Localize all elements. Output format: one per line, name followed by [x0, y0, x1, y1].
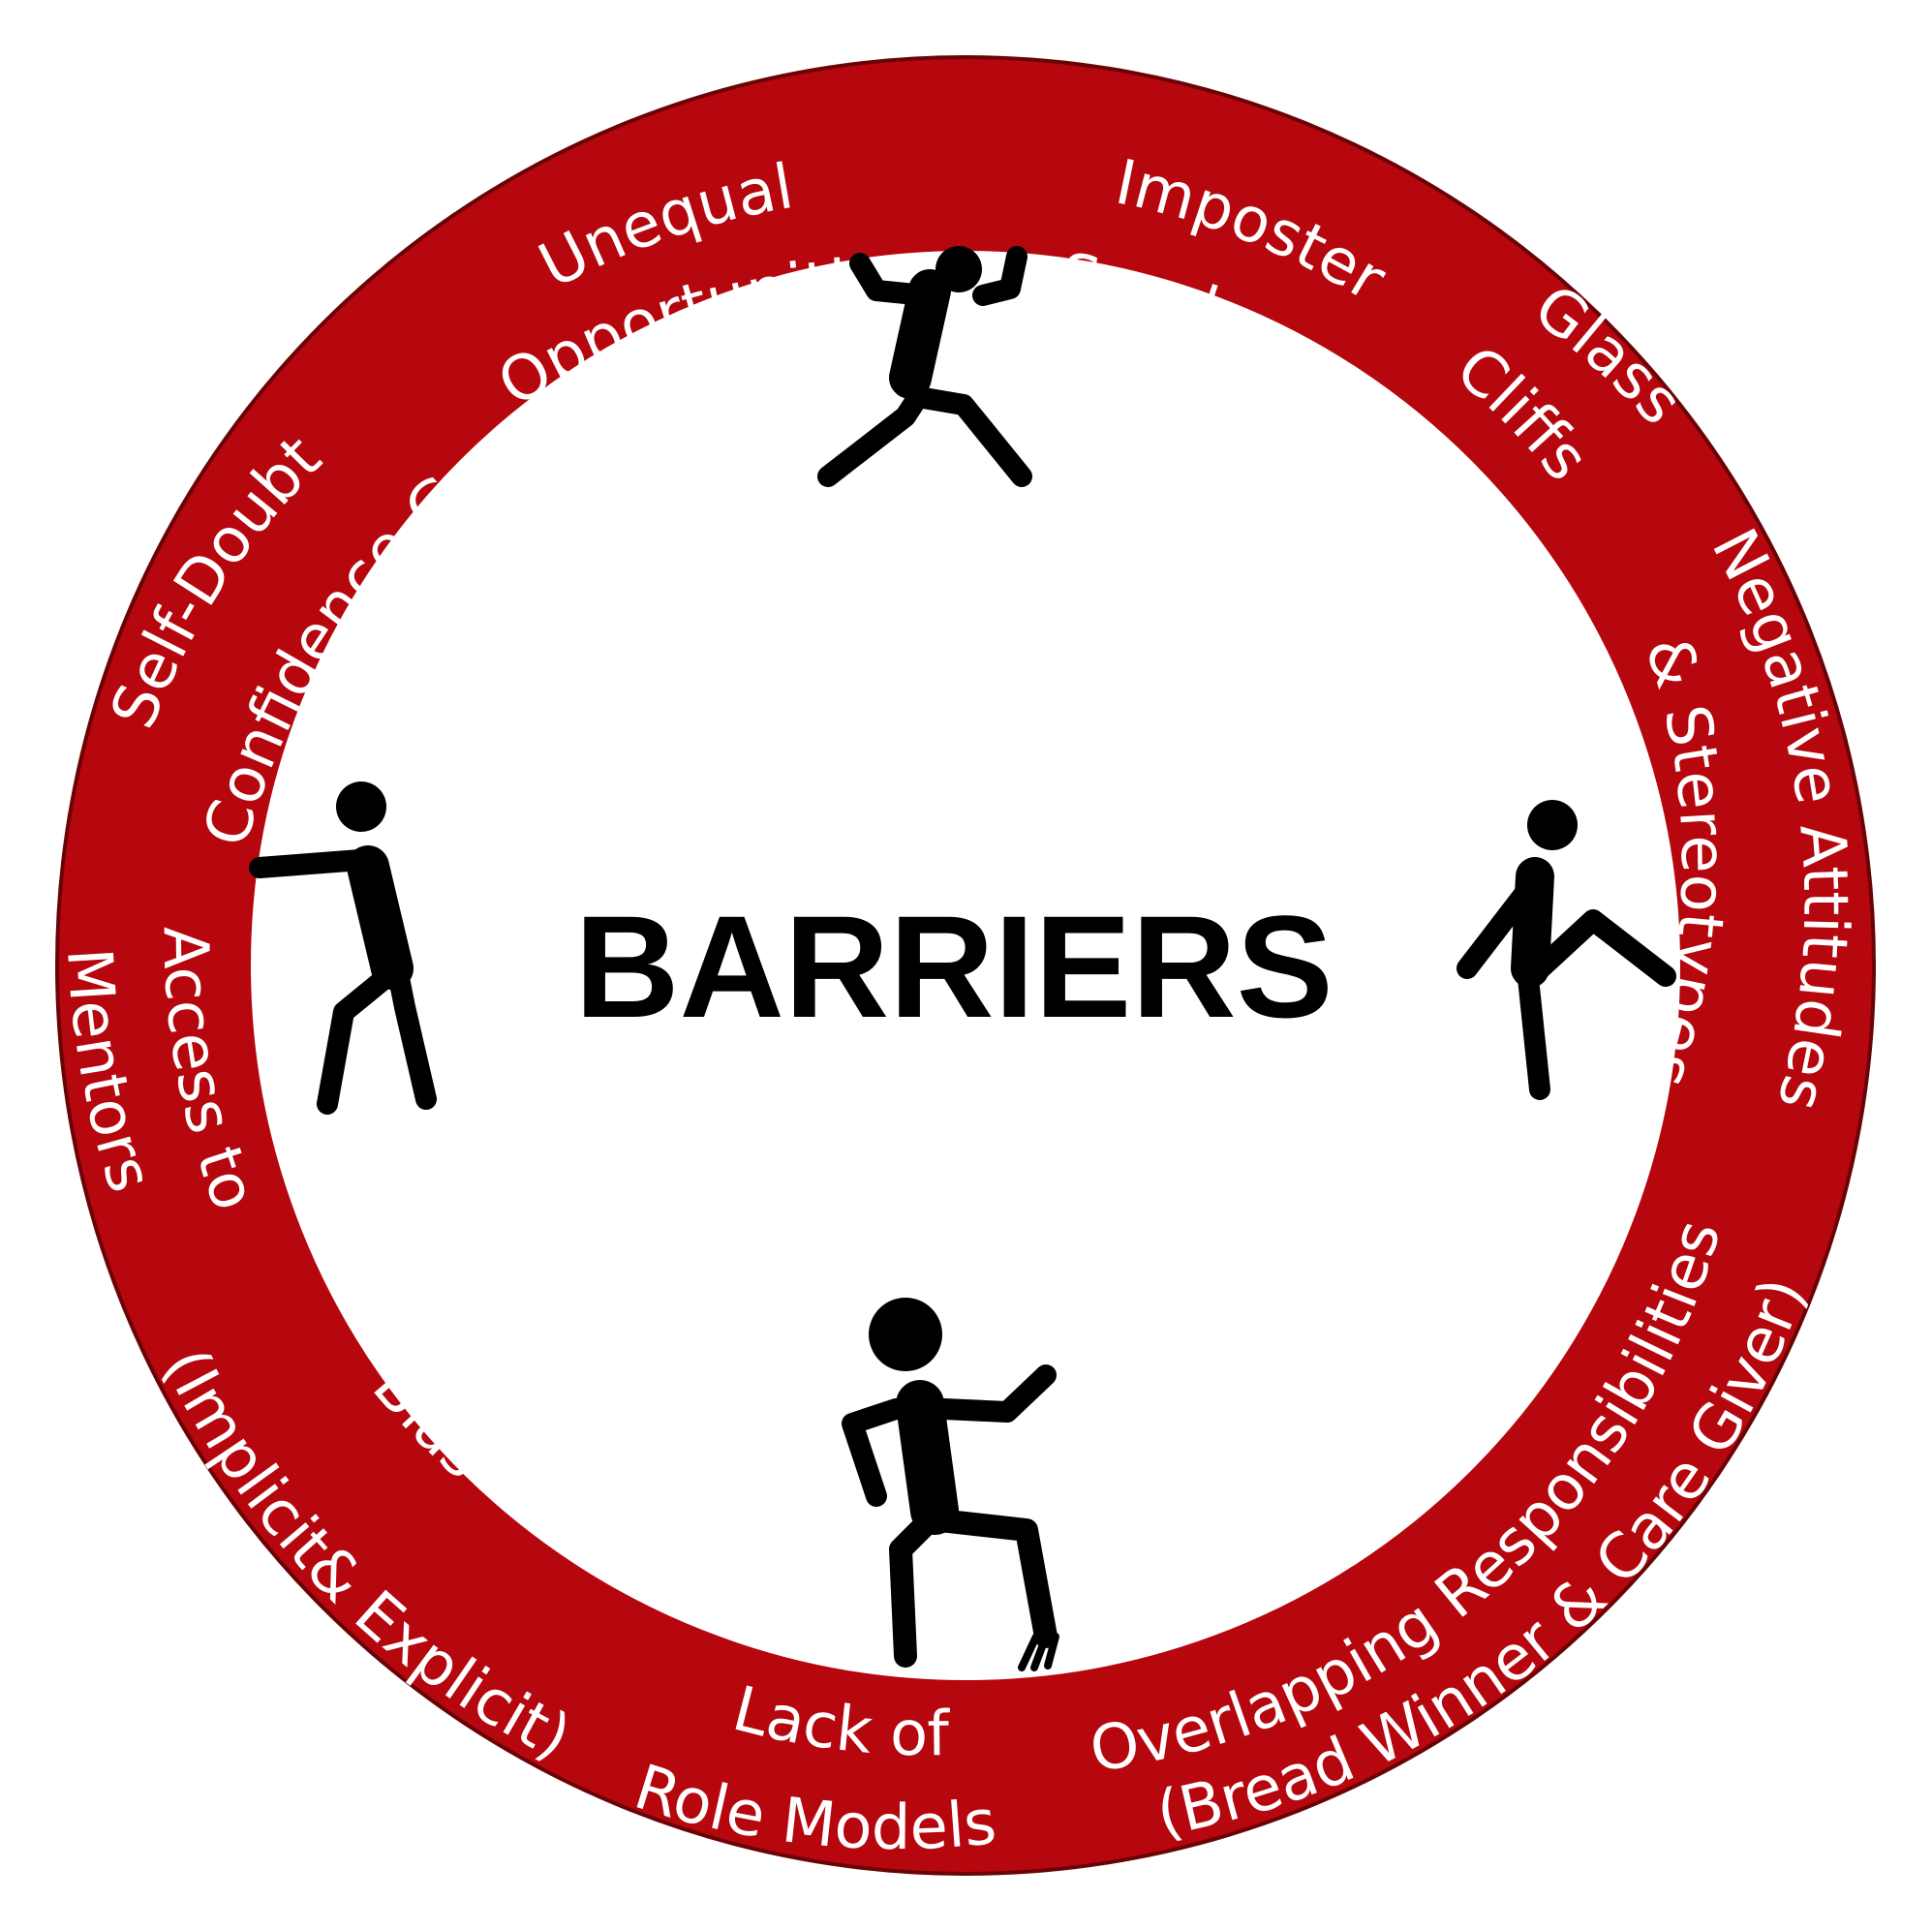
pushing-left-figure: [249, 781, 437, 1115]
ring-outer-edge: [55, 55, 1876, 1876]
pushing-up-figure: [817, 246, 1032, 487]
kicking-right-figure: [1457, 800, 1676, 1100]
center-title: BARRIERS: [574, 885, 1333, 1048]
standing-bottom-figure: [842, 1298, 1059, 1671]
barrier-ring: [57, 57, 1874, 1874]
